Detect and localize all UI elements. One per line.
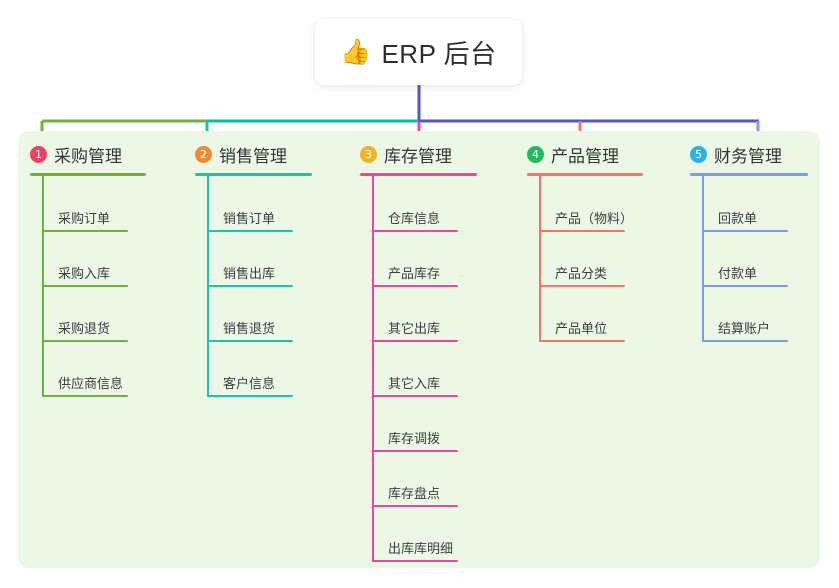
- leaf-item[interactable]: 采购入库: [42, 253, 128, 287]
- branch-underline: [690, 173, 808, 176]
- leaf-item-label: 销售退货: [223, 321, 276, 336]
- leaf-underline: [207, 230, 293, 232]
- branch-header-5[interactable]: 5 财务管理: [690, 140, 782, 168]
- branch-badge-3: 3: [360, 145, 377, 163]
- leaf-item-label: 供应商信息: [58, 376, 124, 391]
- leaf-item[interactable]: 其它出库: [372, 308, 458, 342]
- leaf-underline: [539, 285, 625, 287]
- leaf-item-label: 采购入库: [58, 266, 111, 281]
- leaf-item-label: 其它入库: [388, 376, 441, 391]
- leaf-underline: [539, 340, 625, 342]
- branch-header-4[interactable]: 4 产品管理: [527, 140, 619, 168]
- leaf-item-label: 产品（物料）: [555, 211, 634, 226]
- thumbs-up-icon: 👍: [340, 37, 372, 66]
- leaf-underline: [207, 395, 293, 397]
- branch-panel: 1 采购管理采购订单采购入库采购退货供应商信息 2 销售管理销售订单销售出库销售退货客…: [18, 131, 820, 568]
- leaf-item-label: 销售出库: [223, 266, 276, 281]
- leaf-underline: [372, 340, 458, 342]
- branch-spine: [372, 175, 374, 562]
- leaf-item[interactable]: 库存盘点: [372, 473, 458, 507]
- leaf-underline: [207, 285, 293, 287]
- branch-underline: [195, 173, 312, 176]
- leaf-item[interactable]: 其它入库: [372, 363, 458, 397]
- leaf-item-label: 采购订单: [58, 211, 111, 226]
- leaf-item[interactable]: 供应商信息: [42, 363, 128, 397]
- branch-underline: [360, 173, 477, 176]
- leaf-item-label: 产品库存: [388, 266, 441, 281]
- leaf-item[interactable]: 销售出库: [207, 253, 293, 287]
- leaf-item[interactable]: 付款单: [702, 253, 788, 287]
- leaf-underline: [207, 340, 293, 342]
- branch-badge-4: 4: [527, 145, 544, 163]
- leaf-item[interactable]: 库存调拨: [372, 418, 458, 452]
- leaf-item-label: 其它出库: [388, 321, 441, 336]
- leaf-item-label: 采购退货: [58, 321, 111, 336]
- leaf-item-label: 回款单: [718, 211, 758, 226]
- branch-badge-2: 2: [195, 145, 212, 163]
- leaf-underline: [372, 450, 458, 452]
- branch-title: 财务管理: [714, 146, 782, 166]
- leaf-underline: [702, 340, 788, 342]
- leaf-item[interactable]: 回款单: [702, 198, 788, 232]
- leaf-item-label: 客户信息: [223, 376, 276, 391]
- leaf-underline: [702, 230, 788, 232]
- branch-header-2[interactable]: 2 销售管理: [195, 140, 287, 168]
- leaf-underline: [42, 230, 128, 232]
- branch-spine: [702, 175, 704, 342]
- leaf-underline: [372, 560, 458, 562]
- branch-title: 产品管理: [551, 146, 619, 166]
- leaf-item-label: 库存调拨: [388, 431, 441, 446]
- branch-badge-1: 1: [30, 145, 47, 163]
- root-title: ERP 后台: [381, 38, 497, 69]
- leaf-underline: [372, 505, 458, 507]
- leaf-item[interactable]: 销售退货: [207, 308, 293, 342]
- leaf-item[interactable]: 产品分类: [539, 253, 625, 287]
- leaf-underline: [372, 230, 458, 232]
- leaf-underline: [42, 285, 128, 287]
- branch-underline: [30, 173, 146, 176]
- leaf-underline: [702, 285, 788, 287]
- leaf-item-label: 结算账户: [718, 321, 771, 336]
- leaf-item[interactable]: 仓库信息: [372, 198, 458, 232]
- branch-title: 采购管理: [54, 146, 122, 166]
- root-node[interactable]: 👍 ERP 后台: [315, 19, 522, 85]
- leaf-item[interactable]: 产品单位: [539, 308, 625, 342]
- leaf-item-label: 产品分类: [555, 266, 608, 281]
- leaf-item[interactable]: 结算账户: [702, 308, 788, 342]
- branch-title: 销售管理: [219, 146, 287, 166]
- leaf-item[interactable]: 采购退货: [42, 308, 128, 342]
- branch-spine: [539, 175, 541, 342]
- branch-header-3[interactable]: 3 库存管理: [360, 140, 452, 168]
- leaf-item[interactable]: 产品（物料）: [539, 198, 633, 232]
- branch-header-1[interactable]: 1 采购管理: [30, 140, 122, 168]
- leaf-item-label: 出库库明细: [388, 541, 454, 556]
- leaf-underline: [372, 395, 458, 397]
- leaf-underline: [42, 395, 128, 397]
- branch-title: 库存管理: [384, 146, 452, 166]
- branch-underline: [527, 173, 643, 176]
- branch-badge-5: 5: [690, 145, 707, 163]
- leaf-item[interactable]: 出库库明细: [372, 528, 458, 562]
- leaf-item-label: 仓库信息: [388, 211, 441, 226]
- leaf-item-label: 产品单位: [555, 321, 608, 336]
- leaf-underline: [42, 340, 128, 342]
- leaf-item-label: 库存盘点: [388, 486, 441, 501]
- leaf-underline: [539, 230, 625, 232]
- leaf-item[interactable]: 采购订单: [42, 198, 128, 232]
- leaf-item-label: 付款单: [718, 266, 758, 281]
- leaf-underline: [372, 285, 458, 287]
- leaf-item-label: 销售订单: [223, 211, 276, 226]
- leaf-item[interactable]: 销售订单: [207, 198, 293, 232]
- root-node-content: 👍 ERP 后台: [340, 34, 496, 71]
- leaf-item[interactable]: 产品库存: [372, 253, 458, 287]
- leaf-item[interactable]: 客户信息: [207, 363, 293, 397]
